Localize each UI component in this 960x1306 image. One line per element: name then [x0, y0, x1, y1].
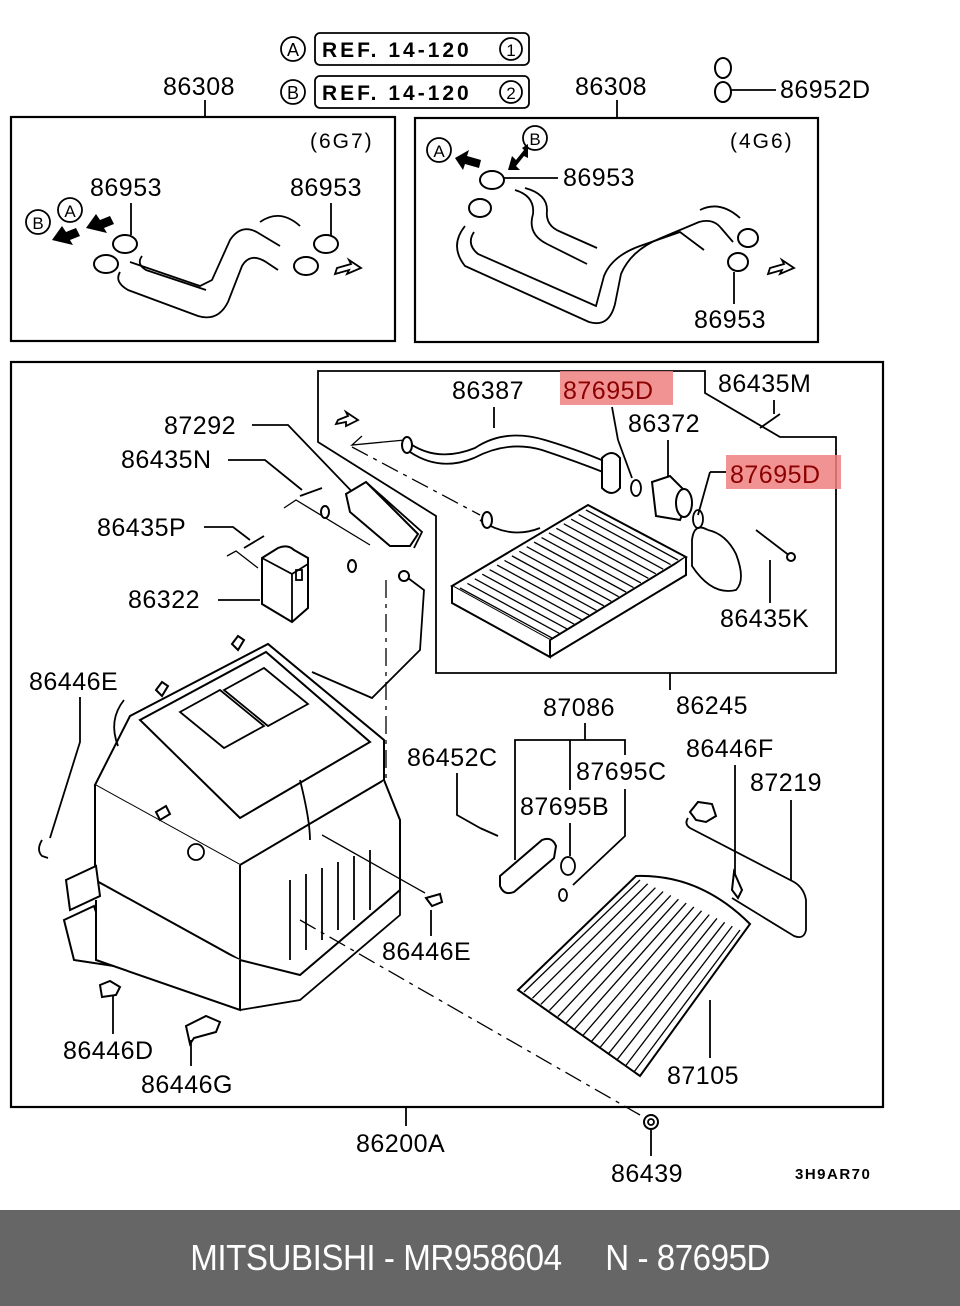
bracket-87292 [311, 480, 425, 700]
label-86439[interactable]: 86439 [611, 1160, 683, 1188]
flow-arrow-icon [333, 257, 363, 276]
label-87219[interactable]: 87219 [750, 769, 822, 797]
flow-arrow-icon [334, 409, 360, 428]
label-86322[interactable]: 86322 [128, 586, 200, 614]
highlight-box [726, 455, 841, 489]
evaporator-87105 [516, 874, 752, 1078]
arrow-b-icon [52, 226, 80, 245]
drawing-code: 3H9AR70 [795, 1166, 871, 1183]
clip-86446G [184, 1014, 222, 1047]
ref-b-box [314, 75, 530, 109]
engine-6g7-label: (6G7) [310, 130, 374, 153]
label-86200A[interactable]: 86200A [356, 1130, 445, 1158]
label-86446D[interactable]: 86446D [63, 1037, 154, 1065]
highlight-87695D-1[interactable]: 87695D [560, 371, 673, 405]
svg-text:B: B [529, 130, 540, 149]
arrow-b-icon [508, 144, 528, 170]
label-86387[interactable]: 86387 [452, 377, 524, 405]
clip-86446E-left [38, 839, 49, 859]
label-86308-right[interactable]: 86308 [575, 73, 647, 101]
svg-text:B: B [32, 214, 43, 233]
label-86308-left[interactable]: 86308 [163, 73, 235, 101]
label-87086[interactable]: 87086 [543, 694, 615, 722]
circle-a-icon [280, 36, 306, 62]
ref-b-letter: B [287, 83, 299, 103]
parts-diagram: A REF. 14-120 1 B REF. 14-120 2 86308 (6… [9, 32, 885, 1188]
ref-a-box [314, 32, 530, 66]
label-86245[interactable]: 86245 [676, 692, 748, 720]
nut-86439 [643, 1114, 659, 1130]
label-87292[interactable]: 87292 [164, 412, 236, 440]
engine-4g6-label: (4G6) [730, 130, 794, 153]
ref-a-letter: A [287, 40, 299, 60]
hose-6g7 [93, 215, 363, 319]
label-86953-4g6-b[interactable]: 86953 [694, 306, 766, 334]
ref-a: A REF. 14-120 1 [280, 32, 530, 66]
clip-ring-86952D [714, 57, 776, 103]
highlight-87695D-2[interactable]: 87695D [726, 455, 841, 489]
label-86952D[interactable]: 86952D [780, 76, 871, 104]
inset-6g7 [9, 115, 397, 343]
label-86435N[interactable]: 86435N [121, 446, 212, 474]
circle-b-icon [25, 209, 51, 235]
ref-b: B REF. 14-120 2 [280, 75, 530, 109]
screw-m [759, 413, 781, 429]
label-86435K[interactable]: 86435K [720, 605, 809, 633]
label-87695D-2[interactable]: 87695D [730, 461, 821, 489]
ref-b-num: 2 [506, 84, 515, 103]
circle-b-icon [522, 125, 548, 151]
circle-b-icon [280, 79, 306, 105]
label-86446G[interactable]: 86446G [141, 1071, 233, 1099]
label-86446E-right[interactable]: 86446E [382, 938, 471, 966]
footer-bar: MITSUBISHI - MR958604 N - 87695D [0, 1210, 960, 1306]
footer-part-info: MITSUBISHI - MR958604 N - 87695D [190, 1237, 770, 1278]
arrow-a-icon [86, 214, 114, 233]
label-86446F[interactable]: 86446F [686, 735, 774, 763]
arrow-a-icon [455, 150, 481, 170]
clip-86446D [98, 979, 122, 999]
flow-arrow-icon [766, 257, 796, 276]
heater-core-subframe [317, 370, 837, 674]
ref-b-text: REF. 14-120 [322, 82, 472, 105]
screw-n [299, 487, 323, 497]
label-86953-6g7-b[interactable]: 86953 [290, 174, 362, 202]
label-86452C[interactable]: 86452C [407, 744, 498, 772]
circle-1-icon [499, 37, 523, 61]
label-87695C[interactable]: 87695C [576, 758, 667, 786]
hose-4g6 [456, 187, 796, 325]
svg-text:A: A [433, 142, 445, 161]
label-86435M[interactable]: 86435M [718, 370, 811, 398]
screw-p [243, 535, 265, 549]
label-86953-4g6-a[interactable]: 86953 [563, 164, 635, 192]
clip-86446E-right [424, 892, 444, 908]
actuator-86322 [261, 545, 309, 624]
circle-2-icon [499, 80, 523, 104]
label-87695D-1[interactable]: 87695D [563, 377, 654, 405]
heater-unit-86200A [62, 634, 401, 1012]
svg-text:A: A [64, 202, 76, 221]
label-86435P[interactable]: 86435P [97, 514, 186, 542]
label-86446E-left[interactable]: 86446E [29, 668, 118, 696]
label-87695B[interactable]: 87695B [520, 793, 609, 821]
screw-c [479, 827, 499, 837]
inset-4g6 [413, 116, 820, 344]
ref-a-text: REF. 14-120 [322, 39, 472, 62]
heater-core-86245 [449, 503, 796, 659]
highlight-box [560, 371, 673, 405]
ref-a-num: 1 [506, 41, 515, 60]
expansion-valve-87086 [499, 837, 576, 902]
heater-pipe-86387 [334, 409, 704, 534]
sensor-87219 [685, 800, 807, 939]
circle-a-icon [57, 197, 83, 223]
main-assembly-frame [9, 360, 885, 1109]
label-86372[interactable]: 86372 [628, 410, 700, 438]
label-87105[interactable]: 87105 [667, 1062, 739, 1090]
circle-a-icon [426, 137, 452, 163]
label-86953-6g7-a[interactable]: 86953 [90, 174, 162, 202]
